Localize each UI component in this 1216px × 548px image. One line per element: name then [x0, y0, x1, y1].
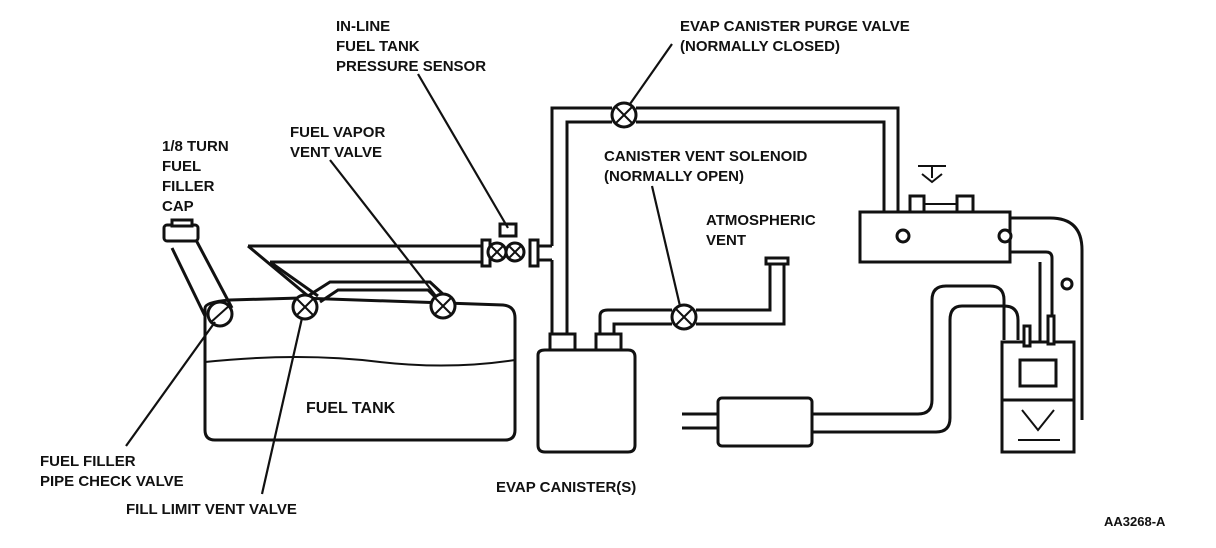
purge-line: [636, 106, 900, 212]
svg-text:ATMOSPHERIC: ATMOSPHERIC: [706, 212, 816, 229]
fuel-vapor-vent-valve-icon: [429, 292, 457, 320]
svg-text:FUEL VAPOR: FUEL VAPOR: [290, 124, 385, 141]
inline-pressure-sensor-icon: [480, 222, 552, 268]
svg-text:(NORMALLY OPEN): (NORMALLY OPEN): [604, 168, 744, 185]
svg-text:PRESSURE SENSOR: PRESSURE SENSOR: [336, 58, 486, 75]
svg-text:PIPE CHECK VALVE: PIPE CHECK VALVE: [40, 473, 184, 490]
purge-valve-icon: [610, 101, 638, 129]
svg-text:EVAP CANISTER PURGE VALVE: EVAP CANISTER PURGE VALVE: [680, 18, 910, 35]
svg-text:CANISTER VENT SOLENOID: CANISTER VENT SOLENOID: [604, 148, 808, 165]
svg-text:VENT: VENT: [706, 232, 746, 249]
canister-vent-line: [598, 256, 790, 334]
leader-lines: [125, 43, 682, 495]
intake-manifold: [858, 165, 1084, 420]
svg-text:(NORMALLY CLOSED): (NORMALLY CLOSED): [680, 38, 840, 55]
engine-cylinder: [1000, 314, 1076, 454]
label-check-valve: FUEL FILLER PIPE CHECK VALVE: [40, 453, 184, 490]
fill-limit-vent-valve-icon: [291, 293, 319, 321]
svg-text:VENT VALVE: VENT VALVE: [290, 144, 382, 161]
svg-text:FILLER: FILLER: [162, 178, 215, 195]
label-atmospheric-vent: ATMOSPHERIC VENT: [706, 212, 816, 249]
vapor-line: [550, 106, 612, 336]
label-fuel-tank: FUEL TANK: [306, 400, 396, 417]
label-filler-cap: 1/8 TURN FUEL FILLER CAP: [162, 138, 229, 215]
tank-vent-lines: [247, 244, 490, 304]
fuel-tank: [203, 296, 517, 442]
label-evap-canister: EVAP CANISTER(S): [496, 479, 636, 496]
svg-text:FUEL TANK: FUEL TANK: [336, 38, 420, 55]
label-fill-limit-valve: FILL LIMIT VENT VALVE: [126, 501, 297, 518]
svg-text:FUEL FILLER: FUEL FILLER: [40, 453, 136, 470]
fuel-filler-pipe: [162, 218, 234, 317]
muffler-icon: [716, 396, 814, 448]
svg-text:CAP: CAP: [162, 198, 194, 215]
atmospheric-vent-icon: [764, 256, 790, 266]
svg-text:FUEL: FUEL: [162, 158, 201, 175]
svg-text:1/8 TURN: 1/8 TURN: [162, 138, 229, 155]
evap-canister: [536, 332, 637, 454]
check-valve-icon: [206, 300, 234, 328]
label-vent-solenoid: CANISTER VENT SOLENOID (NORMALLY OPEN): [604, 148, 808, 185]
exhaust-path: [682, 284, 1020, 448]
label-vapor-vent-valve: FUEL VAPOR VENT VALVE: [290, 124, 385, 161]
svg-text:IN-LINE: IN-LINE: [336, 18, 390, 35]
label-purge-valve: EVAP CANISTER PURGE VALVE (NORMALLY CLOS…: [680, 18, 910, 55]
figure-code: AA3268-A: [1104, 514, 1166, 529]
vent-solenoid-icon: [670, 303, 698, 331]
label-inline-sensor: IN-LINE FUEL TANK PRESSURE SENSOR: [336, 18, 486, 75]
